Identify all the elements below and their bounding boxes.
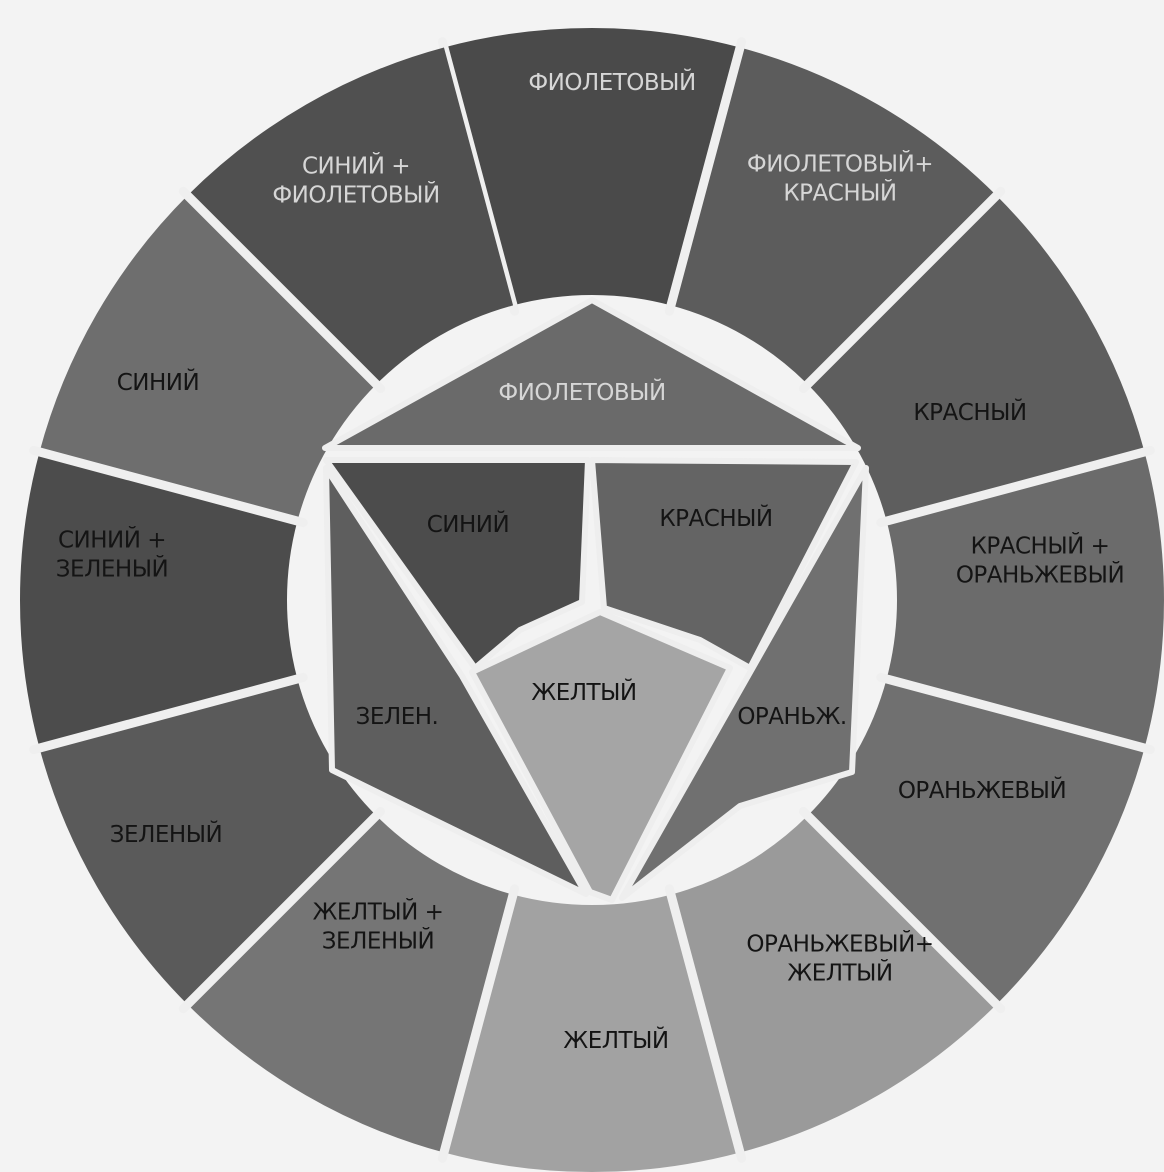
ring-label-yellow-line: ЖЕЛТЫЙ <box>563 1026 668 1054</box>
ring-label-orange-yellow-line: ОРАНЬЖЕВЫЙ+ <box>746 930 933 958</box>
ring-label-orange-line: ОРАНЬЖЕВЫЙ <box>898 776 1066 804</box>
ring-label-blue-green-line: ЗЕЛЕНЫЙ <box>56 555 168 583</box>
ring-label-violet-red-line: КРАСНЫЙ <box>783 179 896 207</box>
ring-label-yellow-green-line: ЖЕЛТЫЙ + <box>313 898 444 926</box>
ring-label-red-line: КРАСНЫЙ <box>913 398 1026 426</box>
inner-label-red-line: КРАСНЫЙ <box>659 504 772 532</box>
ring-label-orange-yellow-line: ЖЕЛТЫЙ <box>787 959 892 987</box>
inner-label-green: ЗЕЛЕН. <box>356 704 439 730</box>
ring-label-violet-red-line: ФИОЛЕТОВЫЙ+ <box>747 150 933 178</box>
ring-label-blue-violet-line: ФИОЛЕТОВЫЙ <box>272 181 439 209</box>
inner-label-blue: СИНИЙ <box>427 510 509 538</box>
ring-label-yellow: ЖЕЛТЫЙ <box>563 1026 668 1054</box>
inner-label-yellow-line: ЖЕЛТЫЙ <box>531 678 636 706</box>
ring-label-violet-line: ФИОЛЕТОВЫЙ <box>528 68 695 96</box>
ring-label-red-orange-line: КРАСНЫЙ + <box>971 532 1110 560</box>
inner-label-orange-line: ОРАНЬЖ. <box>737 704 846 730</box>
ring-label-blue-green-line: СИНИЙ + <box>58 526 166 554</box>
inner-label-blue-line: СИНИЙ <box>427 510 509 538</box>
inner-label-violet-line: ФИОЛЕТОВЫЙ <box>498 378 665 406</box>
ring-label-green-line: ЗЕЛЕНЫЙ <box>110 820 222 848</box>
ring-label-violet: ФИОЛЕТОВЫЙ <box>528 68 695 96</box>
inner-label-orange: ОРАНЬЖ. <box>737 704 846 730</box>
ring-label-red-orange-line: ОРАНЬЖЕВЫЙ <box>956 561 1124 589</box>
ring-label-red: КРАСНЫЙ <box>913 398 1026 426</box>
ring-label-blue: СИНИЙ <box>117 368 199 396</box>
inner-label-red: КРАСНЫЙ <box>659 504 772 532</box>
inner-label-yellow: ЖЕЛТЫЙ <box>531 678 636 706</box>
ring-label-green: ЗЕЛЕНЫЙ <box>110 820 222 848</box>
ring-label-yellow-green-line: ЗЕЛЕНЫЙ <box>322 927 434 955</box>
inner-label-green-line: ЗЕЛЕН. <box>356 704 439 730</box>
inner-label-violet: ФИОЛЕТОВЫЙ <box>498 378 665 406</box>
ring-label-blue-violet-line: СИНИЙ + <box>302 152 410 180</box>
ring-label-blue-line: СИНИЙ <box>117 368 199 396</box>
ring-label-orange: ОРАНЬЖЕВЫЙ <box>898 776 1066 804</box>
